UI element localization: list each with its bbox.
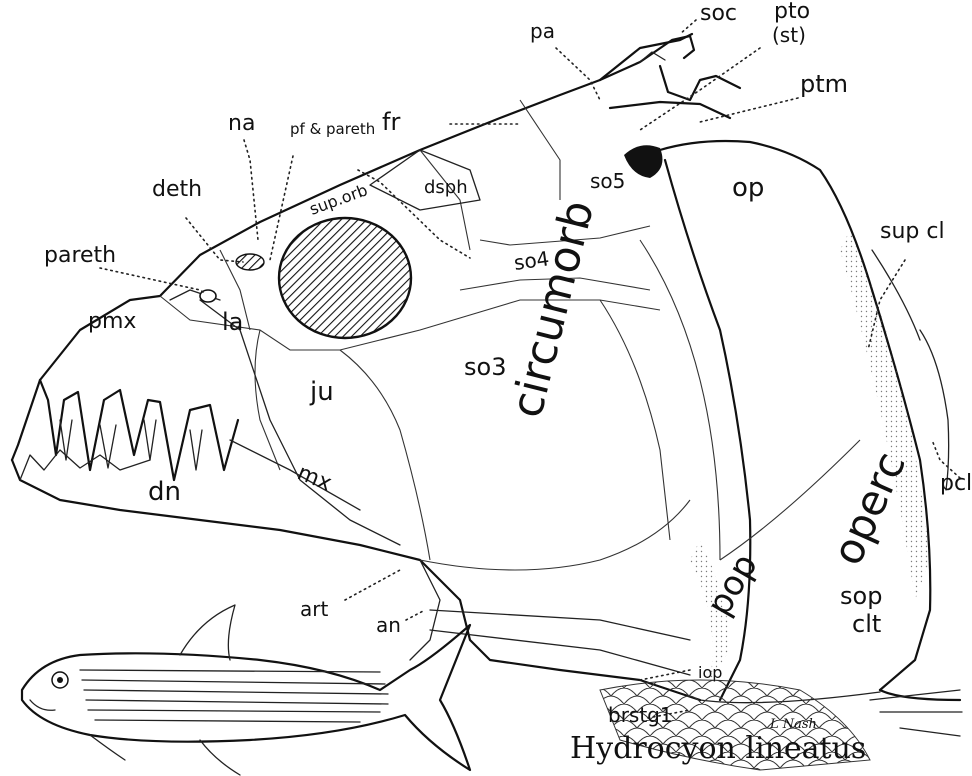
artist-signature: L Nash xyxy=(769,717,817,732)
label-so3: so3 xyxy=(464,353,506,381)
label-ju: ju xyxy=(309,377,334,407)
label-supcl: sup cl xyxy=(880,219,945,244)
label-la: la xyxy=(222,308,243,336)
label-pto: pto xyxy=(774,0,810,24)
label-st: (st) xyxy=(772,23,806,47)
label-deth: deth xyxy=(152,177,202,202)
label-pareth: pareth xyxy=(44,243,116,268)
fish-inset xyxy=(22,605,470,775)
fin-rays xyxy=(870,690,962,736)
bone-sutures xyxy=(160,100,860,570)
label-pmx: pmx xyxy=(88,309,136,334)
label-an: an xyxy=(376,613,401,637)
label-sop: sop xyxy=(840,582,882,610)
label-dn: dn xyxy=(148,477,181,507)
label-pf-pareth: pf & pareth xyxy=(290,120,375,138)
label-so5: so5 xyxy=(590,169,625,193)
label-fr: fr xyxy=(382,108,400,136)
label-brstg: brstg1 xyxy=(608,703,673,727)
label-dsph: dsph xyxy=(424,177,468,198)
label-pcl: pcl xyxy=(940,471,972,496)
label-soc: soc xyxy=(700,1,737,26)
label-na: na xyxy=(228,111,255,136)
figure-caption: Hydrocyon lineatus xyxy=(570,731,866,766)
bone-labels: pa soc pto (st) ptm fr na pf & pareth de… xyxy=(44,0,972,727)
label-clt: clt xyxy=(852,610,881,638)
nasal-opening xyxy=(236,254,264,270)
label-art: art xyxy=(300,597,328,621)
pterotic-spot xyxy=(624,145,662,178)
label-iop: iop xyxy=(698,663,722,682)
label-circumorb: circumorb xyxy=(501,195,604,422)
teeth xyxy=(20,380,238,480)
orbit xyxy=(279,218,411,338)
label-op: op xyxy=(732,173,764,203)
label-ptm: ptm xyxy=(800,70,848,98)
label-mx: mx xyxy=(294,460,335,496)
orbit-ellipse xyxy=(279,218,411,338)
label-pa: pa xyxy=(530,19,555,43)
